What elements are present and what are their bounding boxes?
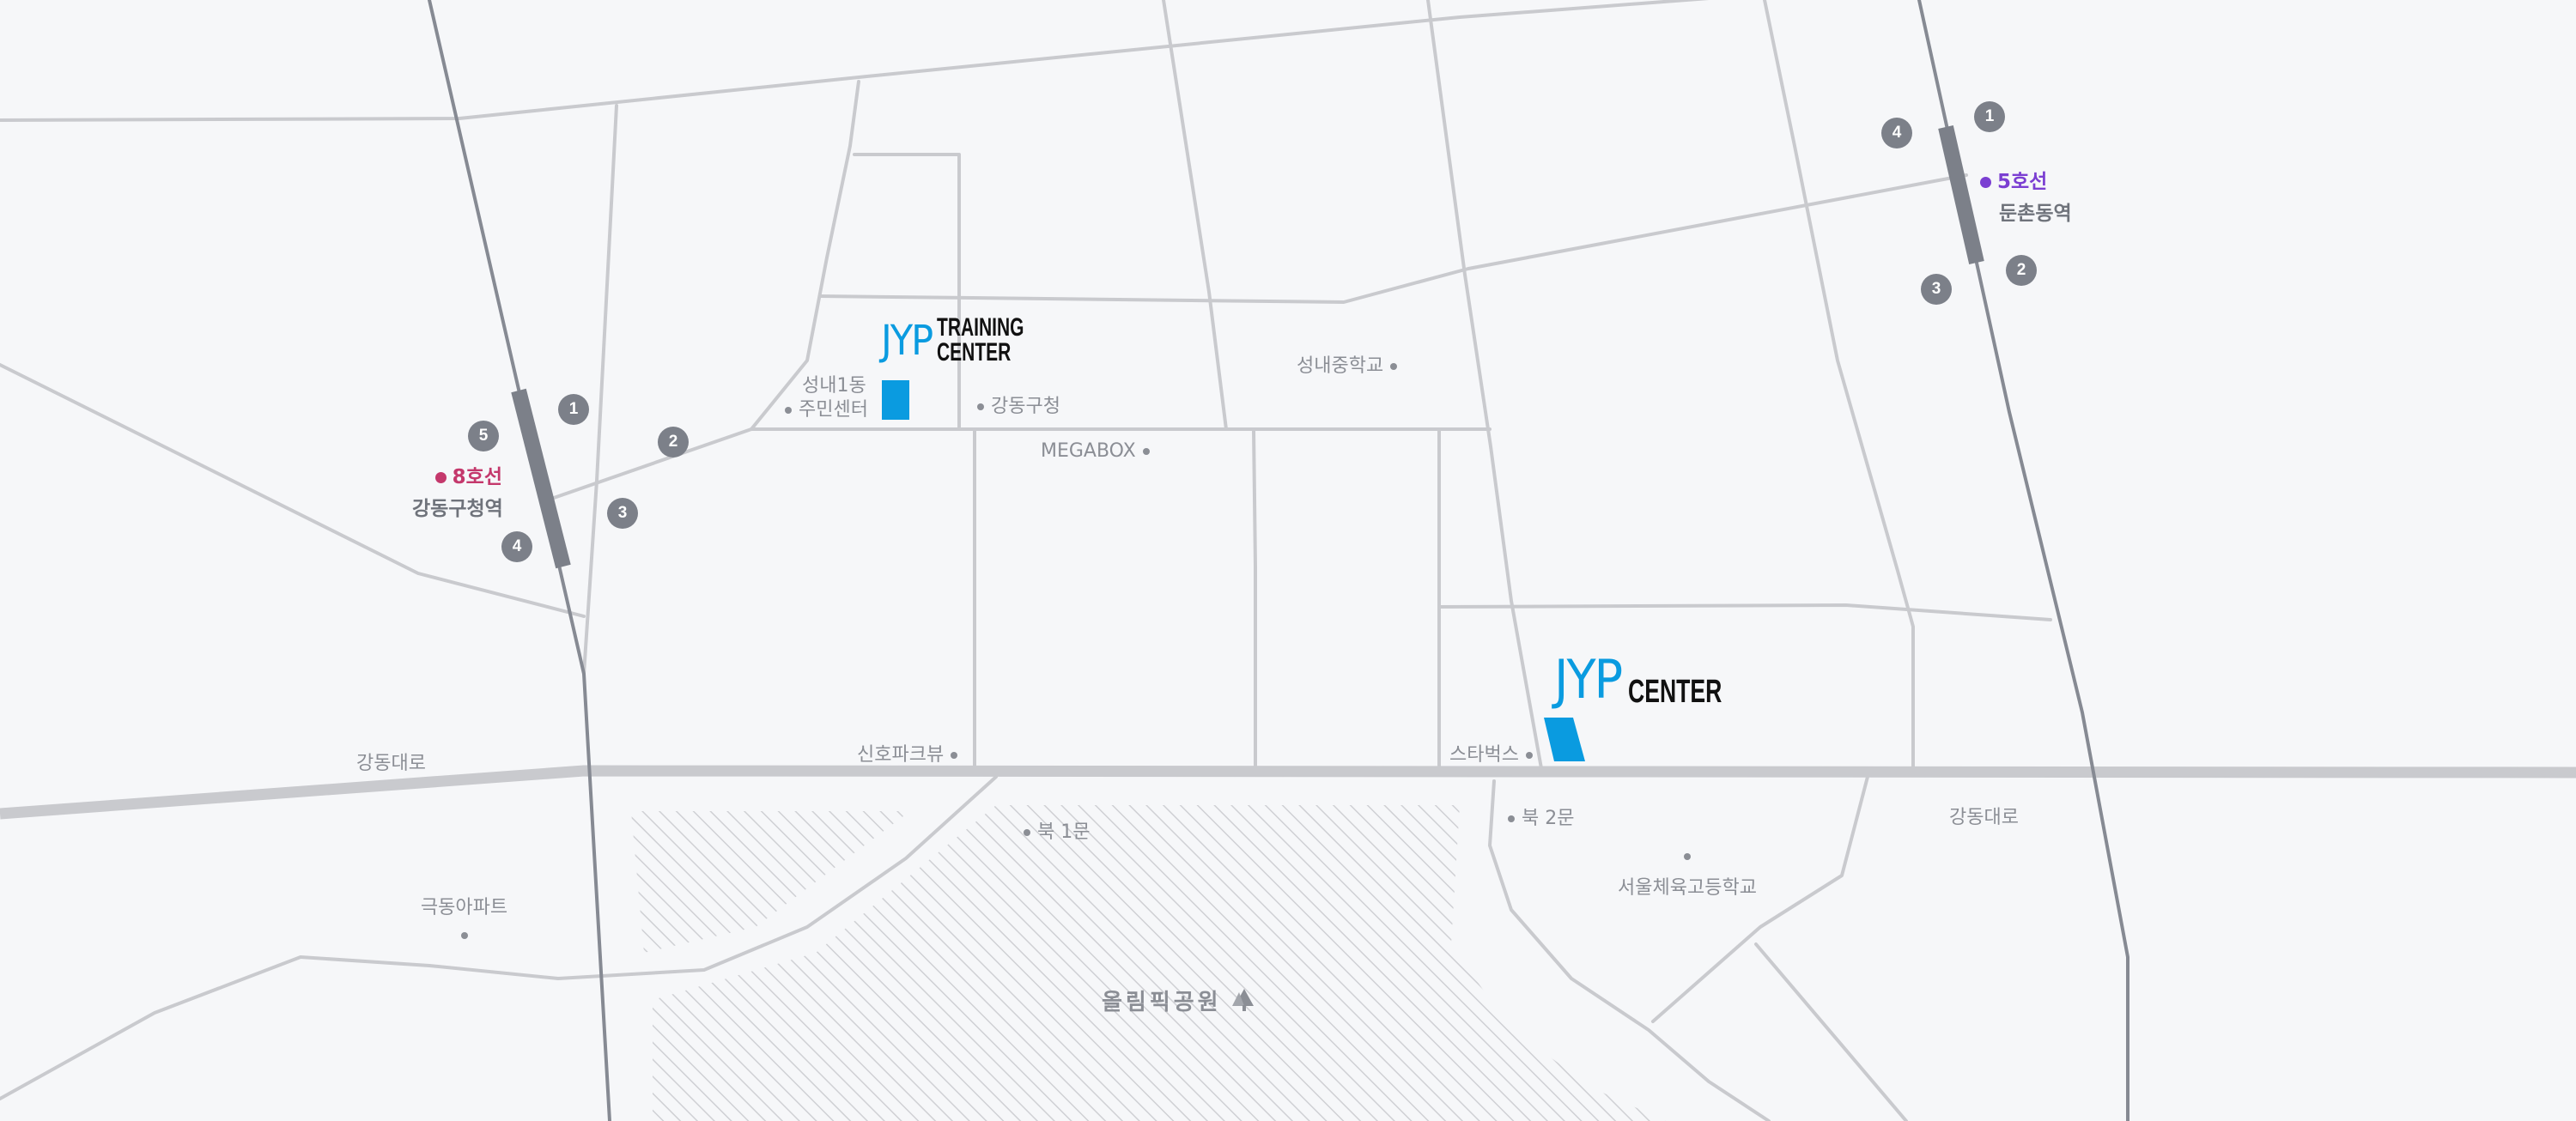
exit-number: 1 <box>558 394 589 425</box>
poi-label: 극동아파트 <box>420 897 508 918</box>
jyp-training-center-logo[interactable]: JYP TRAINING CENTER <box>881 313 1061 367</box>
jyp-training-line1: TRAINING <box>937 313 1024 342</box>
poi-label: 강동구청 <box>991 396 1060 417</box>
poi-community-center[interactable]: 성내1동 주민센터 <box>781 374 868 422</box>
poi-label: 스타벅스 <box>1449 744 1519 766</box>
station-label-dunchon[interactable]: 5호선 둔촌동역 <box>1980 165 2072 226</box>
exit-number: 5 <box>468 421 499 451</box>
tree-icon <box>1231 987 1257 1019</box>
poi-dot <box>1684 853 1691 860</box>
poi-megabox[interactable]: MEGABOX <box>1041 440 1157 462</box>
poi-north-gate-1[interactable]: 북 1문 <box>1024 816 1090 844</box>
poi-dot <box>951 752 958 759</box>
station-label-gangdong[interactable]: 8호선 강동구청역 <box>412 460 503 521</box>
poi-dot <box>1525 752 1533 759</box>
poi-label: 성내중학교 <box>1297 355 1384 377</box>
gangdong-daero <box>0 765 2576 820</box>
jyp-training-building <box>882 380 909 420</box>
exit-number: 2 <box>2006 255 2037 286</box>
road-label-gangdong-daero: 강동대로 <box>1949 807 2019 828</box>
jyp-center-logo[interactable]: JYP CENTER <box>1554 648 1762 711</box>
jyp-training-line2: CENTER <box>937 337 1012 367</box>
poi-label: 북 1문 <box>1037 821 1091 843</box>
line5-dot <box>1980 177 1991 188</box>
poi-label: 주민센터 <box>799 399 868 421</box>
line5-name: 5호선 <box>1997 171 2048 193</box>
poi-dot <box>1508 815 1515 822</box>
poi-label: 신호파크뷰 <box>857 744 945 766</box>
park-area <box>631 811 910 953</box>
station-name: 둔촌동역 <box>1999 203 2072 225</box>
poi-seongnae-middle-school[interactable]: 성내중학교 <box>1297 350 1404 378</box>
gangdong-platform <box>511 388 571 569</box>
poi-dot <box>785 407 792 414</box>
park-name: 올림픽공원 <box>1102 990 1222 1015</box>
exit-number: 1 <box>1974 101 2005 132</box>
poi-dot <box>1390 363 1398 370</box>
poi-label: MEGABOX <box>1041 440 1136 462</box>
poi-seoul-sports-high[interactable]: 서울체육고등학교 <box>1614 845 1760 900</box>
olympic-park-label[interactable]: 올림픽공원 <box>1102 985 1257 1019</box>
line8-track <box>428 0 611 1121</box>
poi-gangdong-office[interactable]: 강동구청 <box>977 391 1060 418</box>
poi-starbucks[interactable]: 스타벅스 <box>1449 739 1540 767</box>
poi-dot <box>1142 448 1150 455</box>
jyp-center-building <box>1544 718 1585 761</box>
line8-dot <box>434 472 447 483</box>
poi-label: 성내1동 <box>802 375 866 397</box>
park-area <box>653 805 1666 1121</box>
line5-track <box>1917 0 2129 1121</box>
exit-number: 3 <box>607 498 638 529</box>
exit-number: 2 <box>658 427 689 457</box>
poi-label: 서울체육고등학교 <box>1618 877 1757 899</box>
jyp-center-line1: CENTER <box>1628 674 1722 711</box>
poi-north-gate-2[interactable]: 북 2문 <box>1508 803 1574 830</box>
station-name: 강동구청역 <box>412 498 503 520</box>
line8-name: 8호선 <box>452 466 502 488</box>
poi-dot <box>460 932 468 939</box>
poi-dot <box>1024 829 1030 836</box>
poi-dot <box>977 403 984 410</box>
road-label-gangdong-daero: 강동대로 <box>356 753 426 774</box>
poi-label: 북 2문 <box>1522 808 1575 829</box>
jyp-logo-mark: JYP <box>1554 648 1623 711</box>
poi-geukdong-apartment[interactable]: 극동아파트 <box>419 892 509 946</box>
dunchon-platform <box>1938 125 1984 264</box>
exit-number: 4 <box>1881 118 1912 148</box>
jyp-logo-mark: JYP <box>881 316 933 365</box>
exit-number: 4 <box>501 531 532 562</box>
poi-sinho-parkview[interactable]: 신호파크뷰 <box>857 739 964 767</box>
exit-number: 3 <box>1921 274 1952 305</box>
